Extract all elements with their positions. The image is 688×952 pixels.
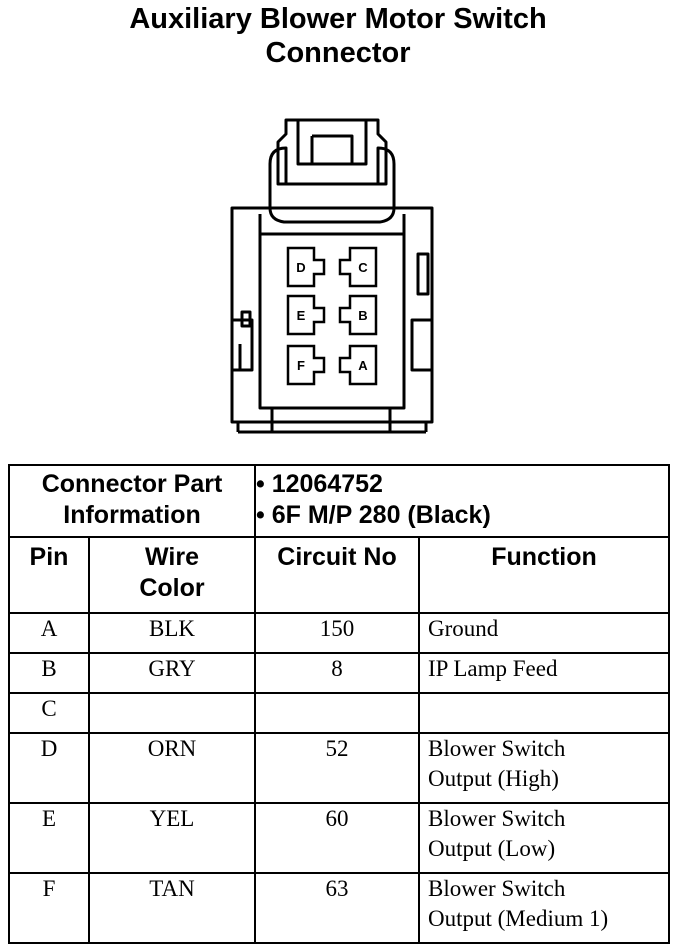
table-row: E YEL 60 Blower Switch Output (Low) [8,802,670,874]
page-title: Auxiliary Blower Motor Switch Connector [0,2,676,70]
table-row: B GRY 8 IP Lamp Feed [8,652,670,694]
col-header-circuit: Circuit No [254,536,420,614]
part-number: • 12064752 [256,470,383,498]
col-header-function: Function [418,536,670,614]
title-line-2: Connector [265,37,411,69]
part-info-row: Connector Part Information • 12064752 • … [8,464,670,538]
pinout-table: Connector Part Information • 12064752 • … [8,464,670,944]
cavity-label-e: E [297,308,306,323]
part-info-values: • 12064752 • 6F M/P 280 (Black) [254,464,670,538]
title-line-1: Auxiliary Blower Motor Switch [129,3,547,35]
cavity-label-b: B [358,308,367,323]
cavity-label-d: D [296,260,305,275]
cavity-label-c: C [358,260,368,275]
table-row: D ORN 52 Blower Switch Output (High) [8,732,670,804]
table-row: F TAN 63 Blower Switch Output (Medium 1) [8,872,670,944]
col-header-wire-color: Wire Color [88,536,256,614]
cavity-label-f: F [297,358,305,373]
table-row: C [8,692,670,734]
table-row: A BLK 150 Ground [8,612,670,654]
part-info-label: Connector Part Information [8,464,256,538]
part-description: • 6F M/P 280 (Black) [256,501,491,529]
connector-diagram: D C E B F A [230,118,434,434]
cavity-label-a: A [358,358,368,373]
column-header-row: Pin Wire Color Circuit No Function [8,536,670,614]
col-header-pin: Pin [8,536,90,614]
